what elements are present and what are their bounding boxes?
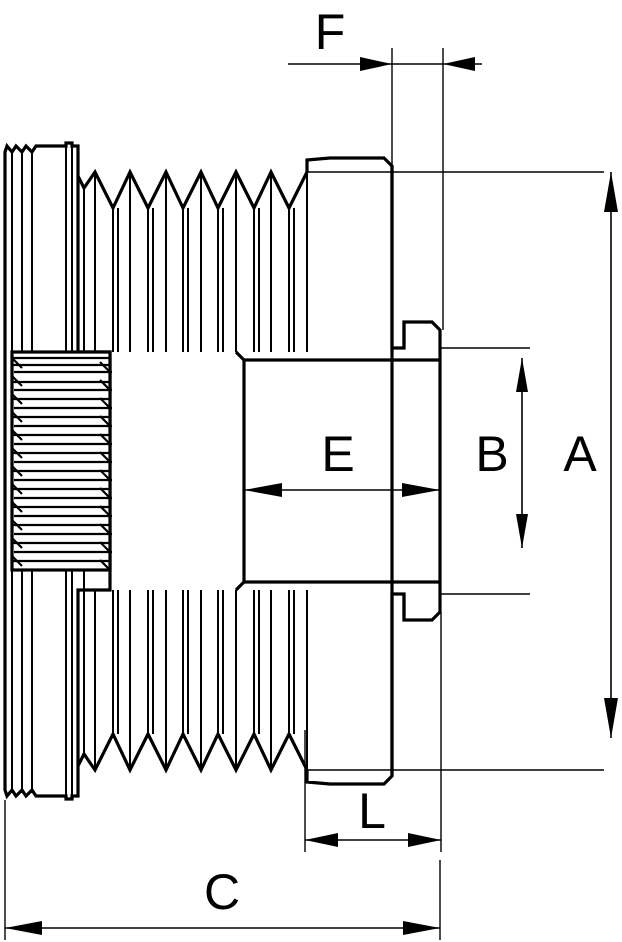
dimension-label-E: E (321, 426, 354, 482)
groove-root-lines-top (112, 208, 295, 352)
C-arrow-left (5, 921, 42, 935)
E-arrow-right (402, 483, 440, 497)
internal-spline-teeth (12, 356, 112, 563)
spline-right-chamfers (99, 361, 111, 571)
body-reference-lines (307, 171, 604, 771)
dimension-label-A: A (563, 426, 597, 482)
dimension-C: C (4, 800, 441, 940)
groove-root-lines-bottom (112, 590, 295, 734)
B-arrow-bottom (516, 514, 528, 548)
dimension-L: L (304, 612, 442, 852)
B-arrow-top (516, 358, 528, 392)
L-arrow-left (305, 833, 338, 847)
part-geometry (3, 141, 604, 801)
A-arrow-bottom (604, 698, 618, 738)
A-arrow-top (604, 172, 618, 212)
spline-left-chamfers (11, 357, 23, 567)
dimension-label-L: L (358, 783, 386, 839)
E-arrow-left (244, 483, 282, 497)
dimension-E: E (244, 426, 440, 497)
F-arrow-left (360, 57, 392, 71)
F-arrow-right (443, 57, 475, 71)
dimension-label-B: B (475, 426, 508, 482)
dimension-B: B (475, 358, 528, 548)
dimension-label-C: C (204, 864, 240, 920)
hub-boss-outline (234, 350, 440, 592)
L-arrow-right (408, 833, 441, 847)
dimension-F: F (288, 4, 482, 330)
C-arrow-right (403, 921, 440, 935)
groove-peak-lines (94, 172, 308, 770)
dimension-A: A (563, 172, 618, 738)
dimension-label-F: F (315, 4, 346, 60)
